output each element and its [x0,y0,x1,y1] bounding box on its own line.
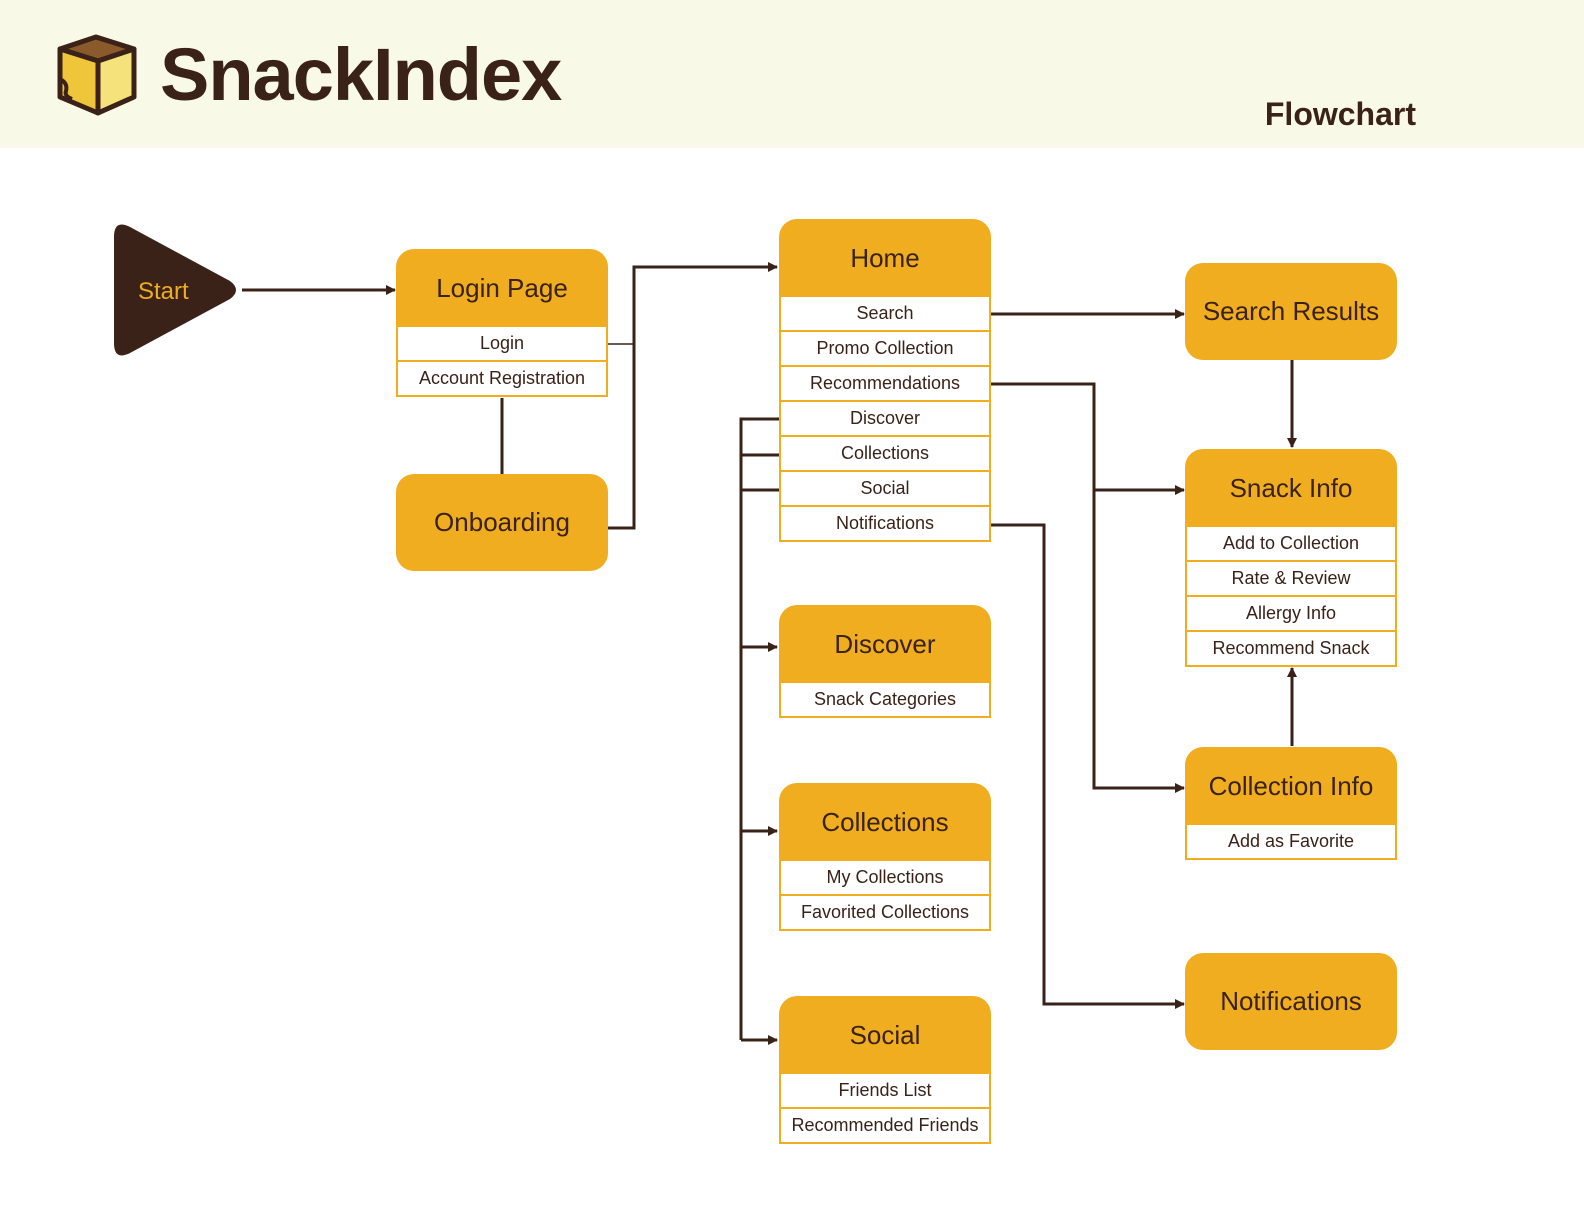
link-home-left-trunk [739,417,779,1040]
node-item: Favorited Collections [779,896,991,931]
node-item: Snack Categories [779,683,991,718]
snack-box-icon [57,34,137,116]
node-item: Recommend Snack [1185,632,1397,667]
start-node [114,224,236,356]
node-title: Search Results [1185,263,1397,360]
node-item: Friends List [779,1074,991,1109]
start-label: Start [138,278,189,305]
node-item: Login [396,327,608,362]
node-snack-info: Snack Info Add to Collection Rate & Revi… [1185,449,1397,667]
page-type-label: Flowchart [1264,96,1416,132]
node-title: Collection Info [1185,747,1397,825]
node-item: Notifications [779,507,991,542]
node-item: Promo Collection [779,332,991,367]
node-search-results: Search Results [1185,263,1397,360]
node-collections: Collections My Collections Favorited Col… [779,783,991,931]
link-recommendations [991,382,1185,793]
node-notifications: Notifications [1185,953,1397,1050]
node-item: Rate & Review [1185,562,1397,597]
node-item: Recommended Friends [779,1109,991,1144]
node-item: Search [779,297,991,332]
node-title: Collections [779,783,991,861]
node-title: Onboarding [396,474,608,571]
node-item: Social [779,472,991,507]
node-title: Home [779,219,991,297]
node-login-page: Login Page Login Account Registration [396,249,608,397]
node-title: Discover [779,605,991,683]
node-onboarding: Onboarding [396,474,608,571]
node-item: Add as Favorite [1185,825,1397,860]
node-item: My Collections [779,861,991,896]
node-home: Home Search Promo Collection Recommendat… [779,219,991,542]
node-title: Notifications [1185,953,1397,1050]
node-collection-info: Collection Info Add as Favorite [1185,747,1397,860]
node-item: Collections [779,437,991,472]
node-item: Recommendations [779,367,991,402]
header: SnackIndex Flowchart [0,0,1584,148]
link-onboarding-home [608,262,778,530]
node-title: Snack Info [1185,449,1397,527]
link-notifications [991,523,1185,1009]
node-item: Account Registration [396,362,608,397]
node-title: Login Page [396,249,608,327]
node-social: Social Friends List Recommended Friends [779,996,991,1144]
node-item: Discover [779,402,991,437]
node-title: Social [779,996,991,1074]
brand-title: SnackIndex [160,33,562,116]
node-discover: Discover Snack Categories [779,605,991,718]
node-item: Add to Collection [1185,527,1397,562]
node-item: Allergy Info [1185,597,1397,632]
